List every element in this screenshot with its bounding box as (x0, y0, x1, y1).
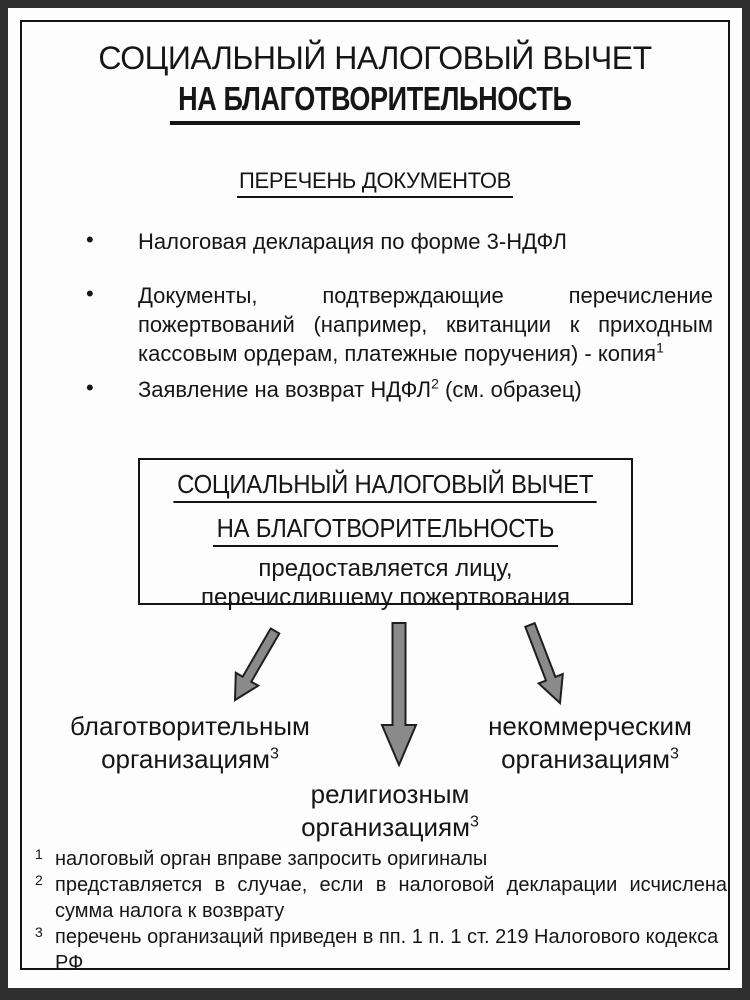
page-title-line2-wrap: НА БЛАГОТВОРИТЕЛЬНОСТЬ (22, 80, 728, 125)
bullet-icon: • (86, 375, 94, 400)
document-item-confirmation: • Документы, подтверждающие перечисление … (86, 281, 713, 368)
info-box-line2-wrap: НА БЛАГОТВОРИТЕЛЬНОСТЬ (140, 513, 631, 547)
footnote-ref: 3 (670, 745, 679, 763)
recipient-line2-wrap: организациям3 (30, 743, 350, 776)
footnote-text: перечень организаций приведен в пп. 1 п.… (55, 926, 719, 974)
recipient-line2-wrap: организациям3 (430, 743, 742, 776)
bullet-icon: • (86, 281, 94, 306)
page-title-line2: НА БЛАГОТВОРИТЕЛЬНОСТЬ (170, 80, 580, 125)
recipient-line2: организациям (101, 744, 271, 774)
info-box-line4: перечислившему пожертвования (201, 584, 570, 611)
footnote-text: налоговый орган вправе запросить оригина… (55, 848, 488, 870)
footnote-ref: 3 (270, 745, 279, 763)
info-box-line1-wrap: СОЦИАЛЬНЫЙ НАЛОГОВЫЙ ВЫЧЕТ (140, 469, 631, 503)
recipient-noncommercial: некоммерческим организациям3 (430, 710, 742, 776)
footnote-3: 3 перечень организаций приведен в пп. 1 … (33, 924, 727, 976)
info-box-line3: предоставляется лицу, (258, 555, 513, 582)
recipient-line1: некоммерческим (488, 711, 692, 741)
page-title: СОЦИАЛЬНЫЙ НАЛОГОВЫЙ ВЫЧЕТ НА БЛАГОТВОРИ… (22, 38, 728, 125)
recipient-religious: религиозным организациям3 (240, 778, 540, 844)
recipient-charitable: благотворительным организациям3 (30, 710, 350, 776)
documents-heading: ПЕРЕЧЕНЬ ДОКУМЕНТОВ (236, 168, 514, 198)
bullet-icon: • (86, 227, 94, 252)
document-item-text: Заявление на возврат НДФЛ (138, 377, 432, 402)
footnote-ref: 1 (656, 339, 664, 356)
recipient-line1: религиозным (310, 779, 470, 809)
inner-frame: СОЦИАЛЬНЫЙ НАЛОГОВЫЙ ВЫЧЕТ НА БЛАГОТВОРИ… (20, 20, 730, 974)
recipient-line2-wrap: организациям3 (240, 811, 540, 844)
documents-heading-wrap: ПЕРЕЧЕНЬ ДОКУМЕНТОВ (22, 168, 728, 198)
info-box-line1: СОЦИАЛЬНЫЙ НАЛОГОВЫЙ ВЫЧЕТ (173, 469, 598, 503)
footnotes-block: 1 налоговый орган вправе запросить ориги… (33, 846, 727, 976)
footnote-marker: 2 (35, 872, 43, 888)
recipient-line1: благотворительным (70, 711, 310, 741)
recipient-line2: организациям (501, 744, 671, 774)
footnote-marker: 1 (35, 846, 43, 862)
footnote-ref: 3 (470, 813, 479, 831)
document-item-text: Документы, подтверждающие перечисление п… (138, 283, 713, 366)
footnote-text: представляется в случае, если в налогово… (55, 874, 727, 922)
recipient-line2: организациям (301, 812, 471, 842)
footnote-marker: 3 (35, 924, 43, 940)
document-item-tail: (см. образец) (438, 377, 582, 402)
info-box-line2: НА БЛАГОТВОРИТЕЛЬНОСТЬ (213, 513, 558, 547)
document-item-application: • Заявление на возврат НДФЛ2 (см. образец… (86, 375, 713, 404)
footnote-1: 1 налоговый орган вправе запросить ориги… (33, 846, 727, 872)
footnote-ref: 2 (431, 375, 439, 392)
footnote-2: 2 представляется в случае, если в налого… (33, 872, 727, 924)
document-item-declaration: • Налоговая декларация по форме 3-НДФЛ (86, 227, 713, 256)
page-title-line1: СОЦИАЛЬНЫЙ НАЛОГОВЫЙ ВЫЧЕТ (98, 40, 652, 76)
deduction-info-box: СОЦИАЛЬНЫЙ НАЛОГОВЫЙ ВЫЧЕТ НА БЛАГОТВОРИ… (138, 458, 633, 611)
document-item-text: Налоговая декларация по форме 3-НДФЛ (138, 229, 567, 254)
